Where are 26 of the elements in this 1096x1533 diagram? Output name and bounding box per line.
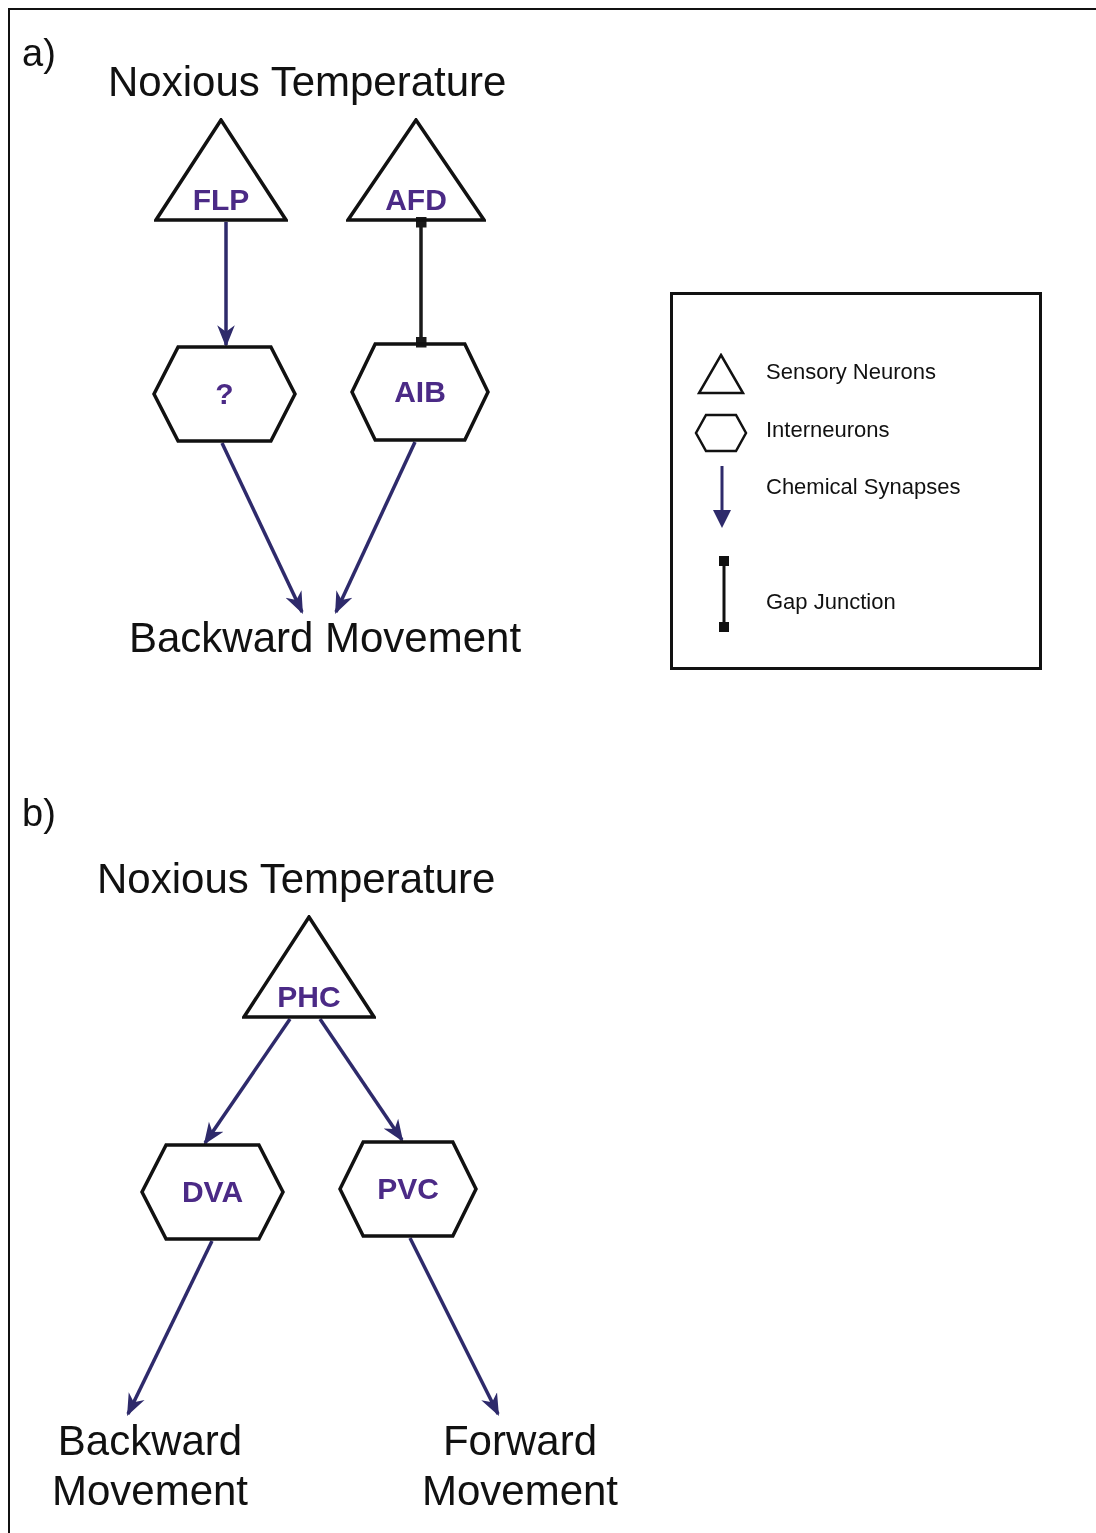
arrow bbox=[408, 1237, 500, 1416]
arrow bbox=[334, 441, 417, 614]
stimulus-label: Noxious Temperature bbox=[108, 57, 507, 107]
arrow bbox=[318, 1018, 404, 1142]
arrow bbox=[220, 442, 304, 614]
behavior-label: Backward Movement bbox=[100, 612, 550, 664]
legend-text: Chemical Synapses bbox=[766, 473, 961, 501]
behavior-label: Backward Movement bbox=[30, 1414, 270, 1518]
interneuron-hexagon: DVA bbox=[140, 1143, 285, 1241]
interneuron-hexagon: PVC bbox=[338, 1140, 478, 1238]
arrow bbox=[126, 1240, 214, 1416]
panel-label: a) bbox=[22, 31, 56, 76]
interneuron-hexagon: ? bbox=[152, 345, 297, 443]
legend-text: Gap Junction bbox=[766, 588, 896, 616]
interneuron-hexagon: AIB bbox=[350, 342, 490, 442]
arrow bbox=[217, 222, 235, 348]
gap-junction-connector bbox=[415, 216, 427, 348]
sensory-neuron-triangle: PHC bbox=[242, 915, 376, 1019]
panel-label: b) bbox=[22, 791, 56, 836]
legend-text: Interneurons bbox=[766, 416, 890, 444]
sensory-neuron-triangle: AFD bbox=[346, 118, 486, 222]
arrow bbox=[203, 1018, 292, 1145]
sensory-neuron-triangle: FLP bbox=[154, 118, 288, 222]
behavior-label: Forward Movement bbox=[400, 1414, 640, 1518]
legend-text: Sensory Neurons bbox=[766, 358, 936, 386]
stimulus-label: Noxious Temperature bbox=[97, 854, 496, 904]
